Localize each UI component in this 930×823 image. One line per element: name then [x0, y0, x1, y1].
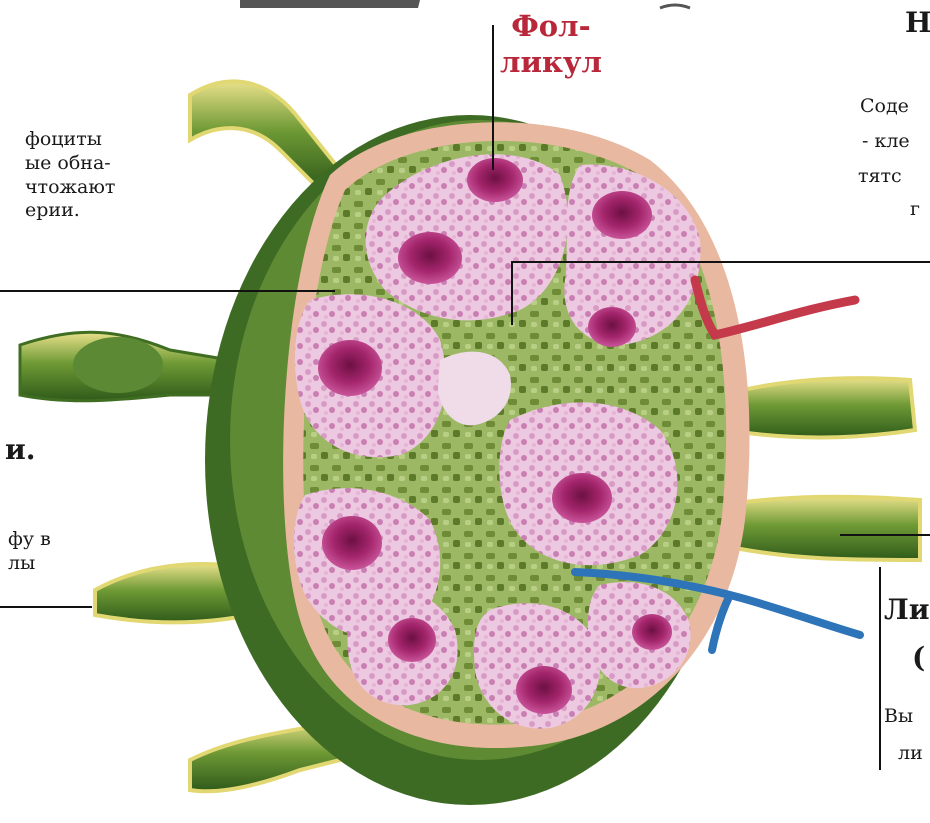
follicle-label-line2: ликул	[500, 44, 602, 80]
follicle-label: Фол- ликул	[500, 8, 602, 81]
lymphocytes-line2: ые обна-	[0, 152, 115, 176]
cropped-heading-fragment	[240, 0, 420, 8]
left-lower-line2: лы	[8, 552, 51, 576]
lymphocytes-label: фоциты ые обна- чтожают ерии.	[0, 128, 115, 223]
contents-line3: тятс	[858, 165, 902, 189]
contents-line2: - кле	[862, 130, 910, 154]
lymphocytes-line3: чтожают	[0, 176, 115, 200]
right-lower-small-line1: Вы	[884, 705, 913, 729]
lymphocytes-line4: ерии.	[0, 199, 115, 223]
right-top-big-fragment: Н	[905, 5, 930, 40]
contents-line1: Соде	[860, 95, 909, 119]
left-lower-label: фу в лы	[8, 528, 51, 576]
right-lower-big-line1: Ли	[884, 592, 930, 627]
follicle-label-line1: Фол-	[500, 8, 602, 44]
lymphocytes-line1: фоциты	[0, 128, 115, 152]
right-lower-big-line2: (	[912, 640, 925, 675]
left-lower-line1: фу в	[8, 528, 51, 552]
left-big-fragment: и.	[5, 432, 36, 467]
right-lower-small-line2: ли	[898, 742, 923, 766]
contents-line4: г	[910, 198, 920, 222]
